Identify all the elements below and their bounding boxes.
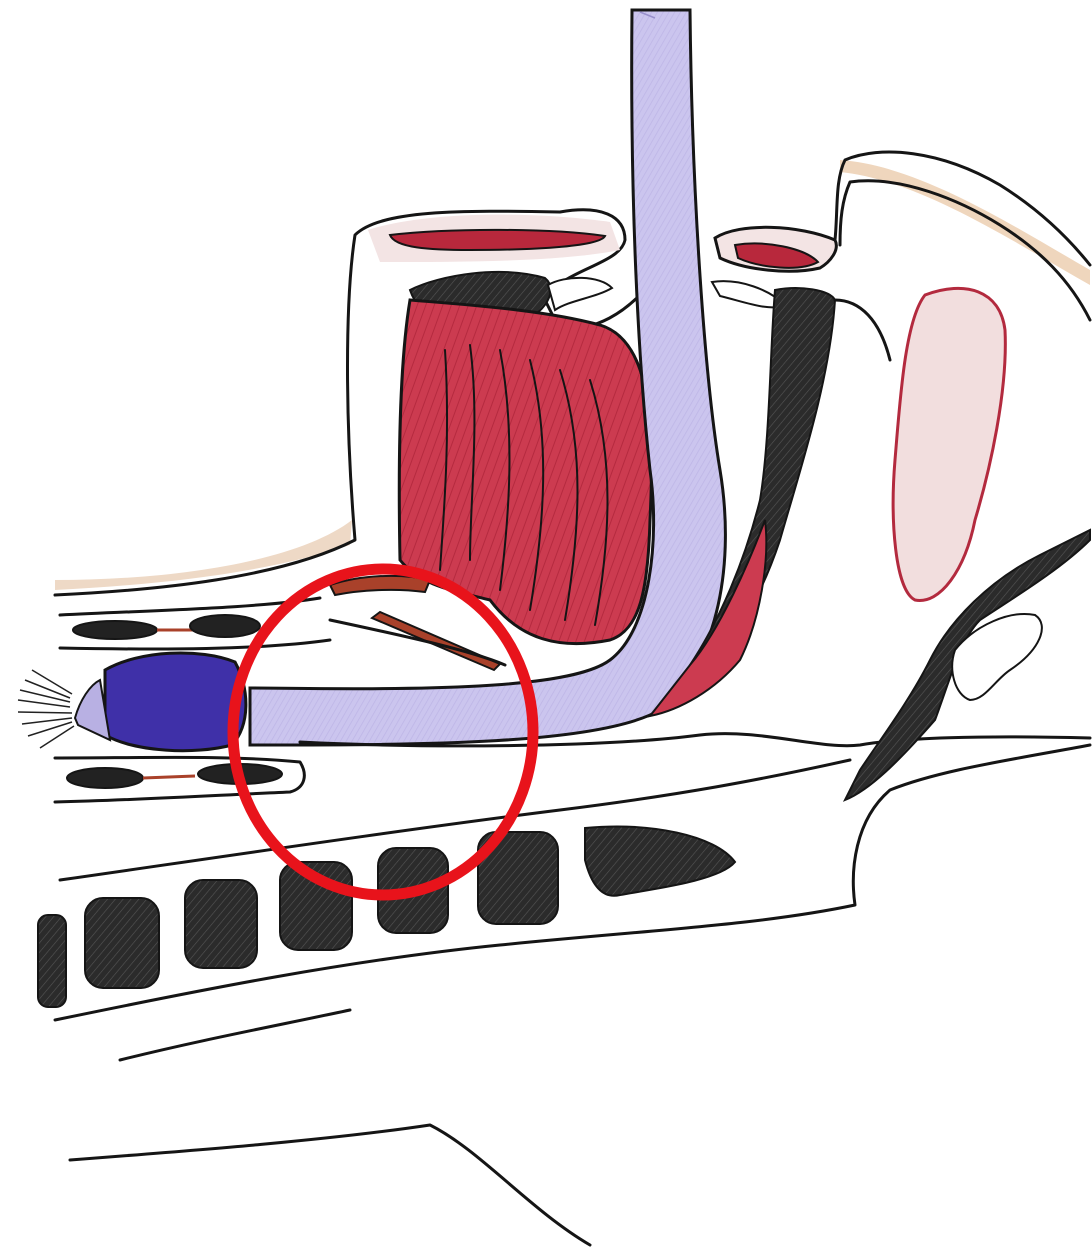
balloon-cuff [105, 653, 246, 751]
